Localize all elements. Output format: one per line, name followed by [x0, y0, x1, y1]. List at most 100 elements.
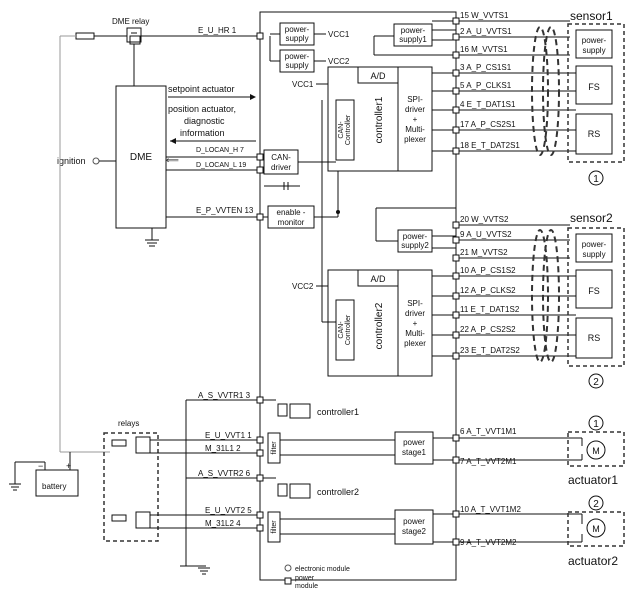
sensor1-shield-2: [542, 26, 560, 156]
svg-text:power: power: [403, 517, 425, 526]
svg-text:power-: power-: [582, 36, 607, 45]
svg-text:16 M_VVTS1: 16 M_VVTS1: [460, 45, 508, 54]
vcc1-label-c1: VCC1: [292, 80, 314, 89]
battery: battery − +: [9, 452, 79, 497]
svg-text:power-: power-: [403, 232, 428, 241]
legend-power: power: [295, 575, 315, 582]
actuator1-label: actuator1: [568, 473, 618, 487]
svg-text:plexer: plexer: [404, 135, 426, 144]
svg-text:17 A_P_CS2S1: 17 A_P_CS2S1: [460, 120, 516, 129]
svg-text:−: −: [38, 461, 43, 471]
svg-text:2: 2: [593, 499, 599, 510]
dme-box: [115, 85, 167, 229]
svg-text:⟸: ⟸: [166, 155, 179, 165]
svg-text:18 E_T_DAT2S1: 18 E_T_DAT2S1: [460, 141, 520, 150]
signal-e-u-hr: E_U_HR 1: [198, 26, 237, 35]
power-supply-a: power- supply VCC1: [279, 22, 350, 46]
svg-text:+: +: [413, 319, 418, 328]
sensor1-wires: [432, 17, 576, 155]
svg-text:monitor: monitor: [278, 218, 305, 227]
sensor2-shield-1: [531, 229, 549, 363]
svg-text:FS: FS: [588, 82, 600, 92]
svg-text:power: power: [403, 438, 425, 447]
vcc1-label-a: VCC1: [328, 30, 350, 39]
svg-text:stage1: stage1: [402, 448, 427, 457]
setpoint-label: setpoint actuator: [168, 84, 235, 94]
power-supply-b: power- supply VCC2: [279, 49, 350, 73]
ignition-label: ignition: [57, 156, 86, 166]
signal-a-s-vvtr2: A_S_VVTR2 6: [198, 469, 251, 478]
svg-text:filter: filter: [271, 520, 278, 534]
svg-text:driver: driver: [405, 105, 425, 114]
svg-text:stage2: stage2: [402, 527, 427, 536]
dme-label: DME: [130, 152, 153, 163]
svg-text:filter: filter: [271, 441, 278, 455]
signal-e-u-vvt2: E_U_VVT2 5: [205, 506, 252, 515]
svg-text:1: 1: [593, 419, 599, 430]
svg-text:supply: supply: [582, 250, 605, 259]
power-supply-1: power- supply1: [393, 23, 433, 47]
position-label: position actuator,: [168, 104, 236, 114]
svg-text:M: M: [592, 524, 600, 534]
stage1: controller1 filter power stage1: [262, 399, 456, 465]
svg-text:15 W_VVTS1: 15 W_VVTS1: [460, 11, 509, 20]
svg-text:supply1: supply1: [399, 35, 427, 44]
signal-d-locan-l: D_LOCAN_L 19: [196, 162, 246, 169]
dme-relay-label: DME relay: [112, 17, 149, 26]
svg-text:RS: RS: [588, 333, 601, 343]
signal-e-p-vvten: E_P_VVTEN 13: [196, 206, 254, 215]
svg-text:Multi-: Multi-: [405, 329, 425, 338]
svg-text:supply: supply: [285, 34, 308, 43]
svg-text:driver: driver: [405, 309, 425, 318]
svg-text:driver: driver: [271, 163, 291, 172]
svg-text:CAN-: CAN-: [338, 321, 345, 339]
svg-text:7 A_T_VVT2M1: 7 A_T_VVT2M1: [460, 457, 517, 466]
svg-text:enable -: enable -: [277, 208, 306, 217]
svg-text:5 A_P_CLKS1: 5 A_P_CLKS1: [460, 81, 512, 90]
controller1-block: A/D CAN- Controller controller1 SPI- dri…: [327, 66, 433, 172]
svg-text:+: +: [413, 115, 418, 124]
svg-text:FS: FS: [588, 286, 600, 296]
sensor2-label: sensor2: [570, 211, 613, 225]
svg-text:CAN-: CAN-: [271, 153, 291, 162]
ad-label-1: A/D: [370, 71, 386, 81]
controller2-block: A/D CAN- Controller controller2 SPI- dri…: [327, 269, 433, 377]
svg-text:3 A_P_CS1S1: 3 A_P_CS1S1: [460, 63, 512, 72]
svg-text:SPI-: SPI-: [407, 95, 423, 104]
setpoint-arrows: setpoint actuator position actuator, dia…: [168, 84, 256, 144]
controller2-drive-label: controller2: [317, 487, 359, 497]
svg-text:10 A_T_VVT1M2: 10 A_T_VVT1M2: [460, 505, 521, 514]
enable-monitor: enable - monitor: [267, 205, 315, 229]
ad-label-2: A/D: [370, 274, 386, 284]
legend-electronic-module: electronic module: [295, 566, 350, 573]
left-pins: [256, 32, 264, 532]
svg-text:1: 1: [593, 174, 599, 185]
signal-a-s-vvtr1: A_S_VVTR1 3: [198, 391, 251, 400]
signal-m-31l2: M_31L2 4: [205, 519, 241, 528]
battery-label: battery: [42, 482, 66, 491]
svg-text:supply: supply: [285, 61, 308, 70]
svg-text:11 E_T_DAT1S2: 11 E_T_DAT1S2: [460, 305, 520, 314]
svg-text:supply: supply: [582, 46, 605, 55]
actuator2: 2 M actuator2: [567, 495, 625, 568]
actuator1: 1 M actuator1: [567, 415, 625, 487]
signal-d-locan-h: D_LOCAN_H 7: [196, 147, 244, 154]
svg-text:2: 2: [593, 377, 599, 388]
can-driver: CAN- driver: [263, 149, 299, 175]
svg-text:Controller: Controller: [345, 314, 352, 345]
sensor1-pin-labels: 15 W_VVTS1 2 A_U_VVTS1 16 M_VVTS1 3 A_P_…: [460, 11, 520, 150]
relays: relays: [103, 419, 258, 542]
sensor1: sensor1 power- supply FS RS 1: [567, 9, 625, 186]
diagnostic-label: diagnostic: [184, 116, 225, 126]
actuator2-label: actuator2: [568, 554, 618, 568]
stage2: controller2 filter power stage2: [262, 477, 456, 545]
signal-e-u-vvt1: E_U_VVT1 1: [205, 431, 252, 440]
svg-text:6 A_T_VVT1M1: 6 A_T_VVT1M1: [460, 427, 517, 436]
svg-text:CAN-: CAN-: [338, 121, 345, 139]
svg-text:power-: power-: [285, 25, 310, 34]
svg-text:power-: power-: [401, 26, 426, 35]
sensor2-shield-2: [542, 229, 560, 363]
svg-text:20 W_VVTS2: 20 W_VVTS2: [460, 215, 509, 224]
vcc2-label-b: VCC2: [328, 57, 350, 66]
